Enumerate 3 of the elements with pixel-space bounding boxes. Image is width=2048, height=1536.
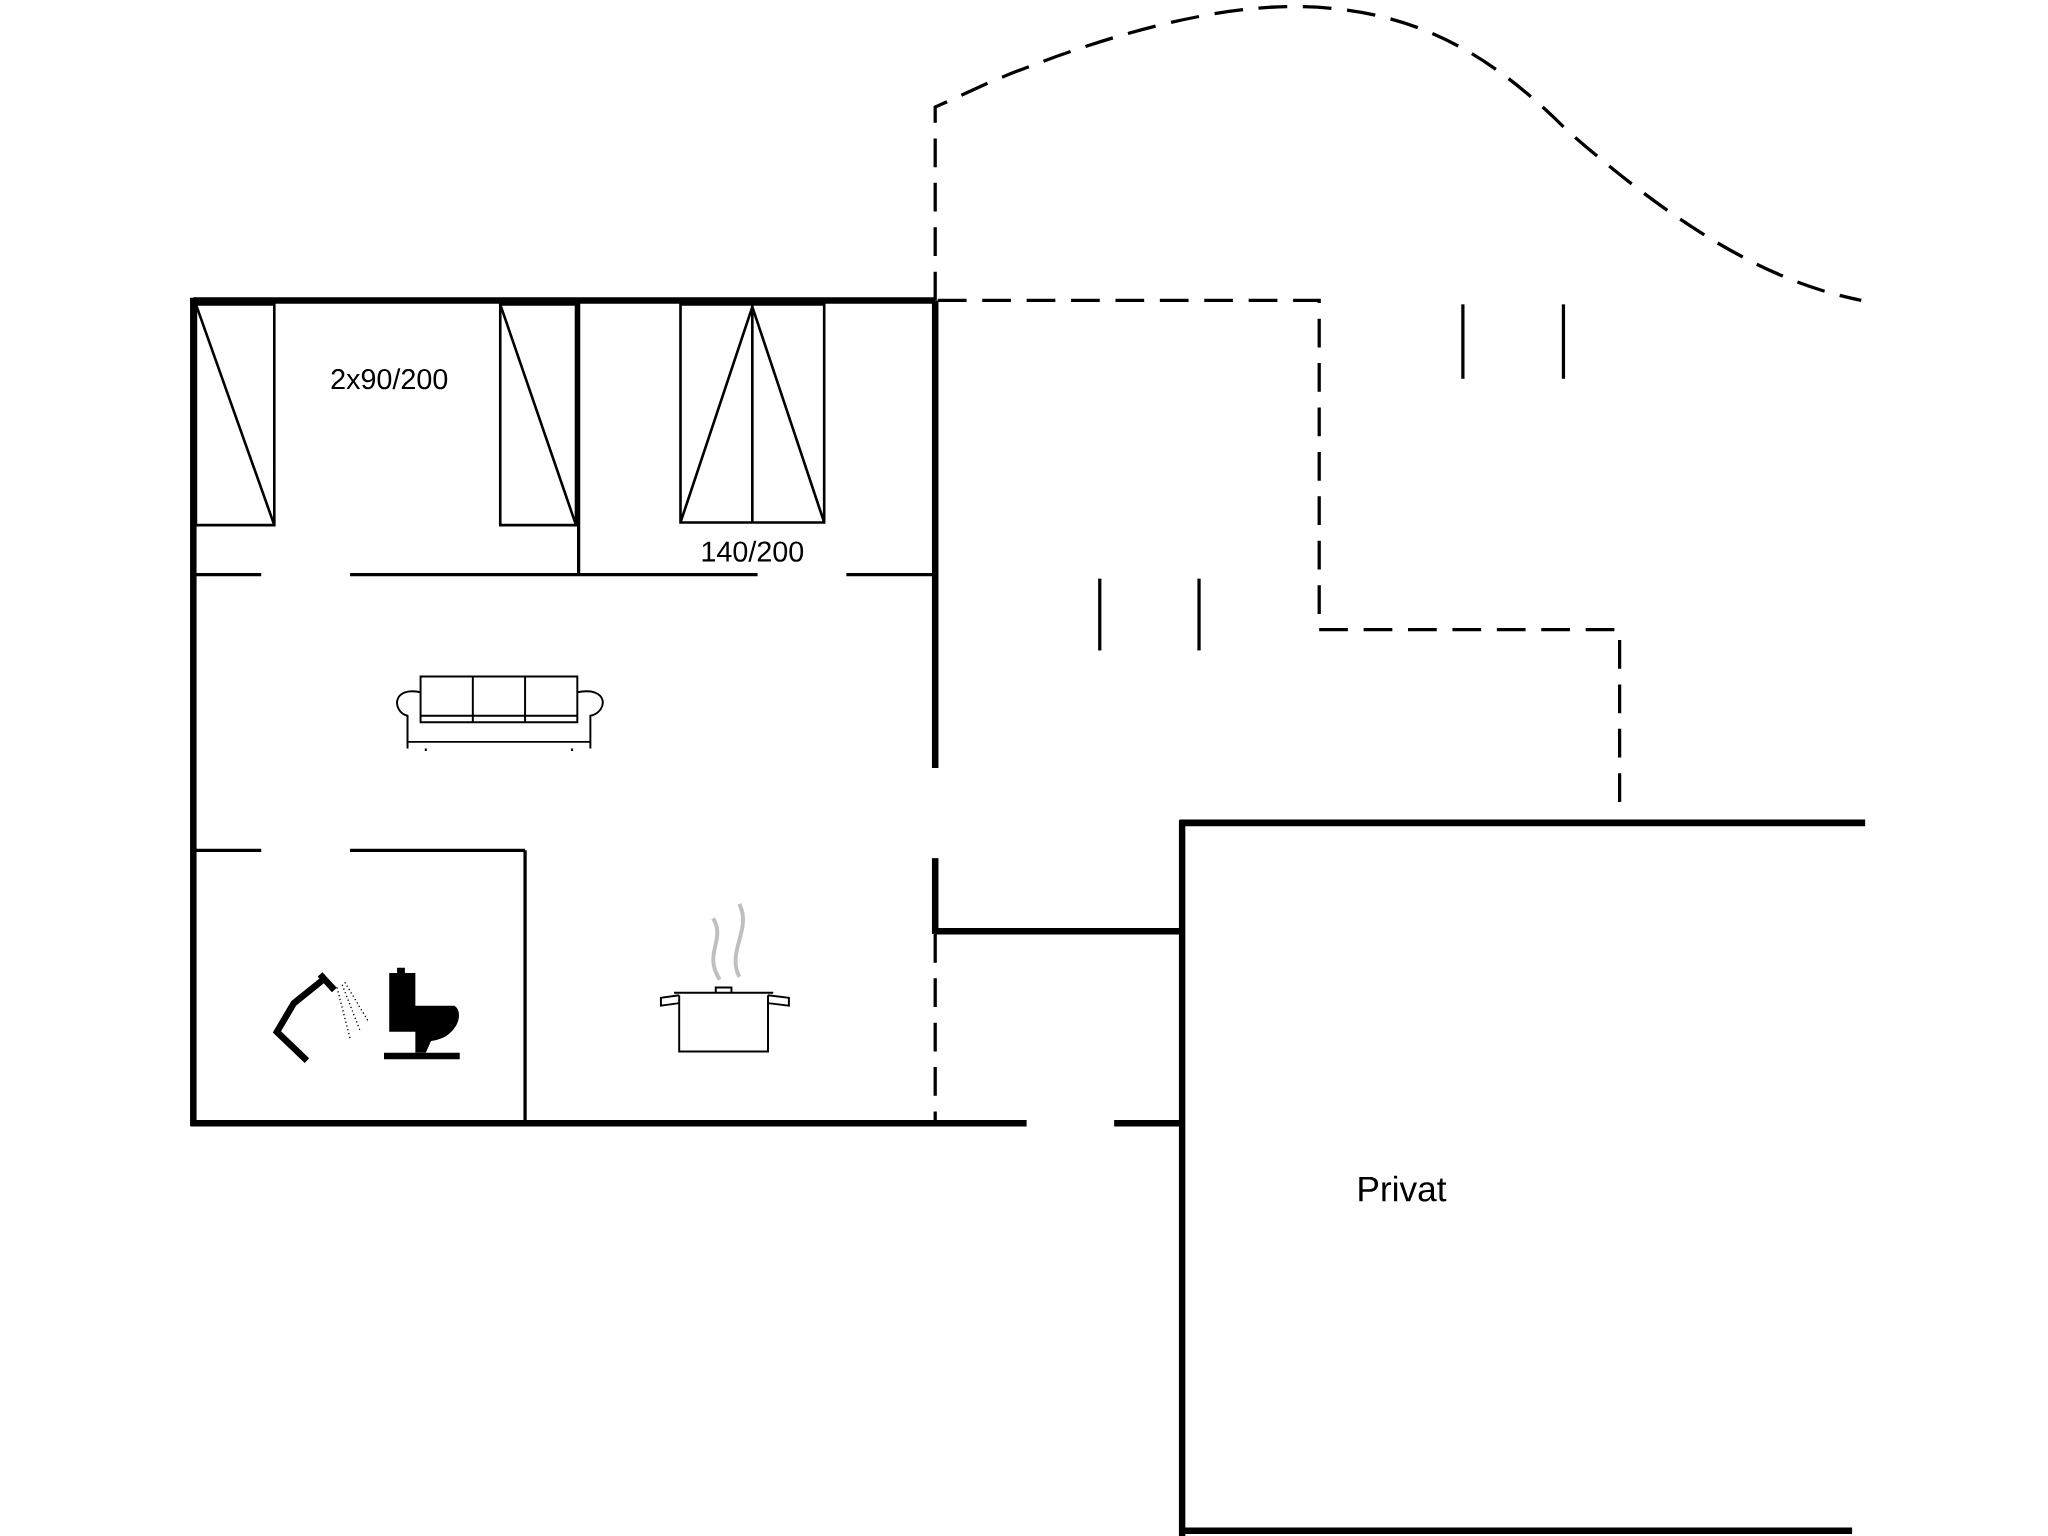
bed-size-label: 140/200 (699, 539, 806, 564)
room-label: Privat (1355, 1174, 1448, 1203)
bed-size-label: 2x90/200 (328, 366, 450, 391)
